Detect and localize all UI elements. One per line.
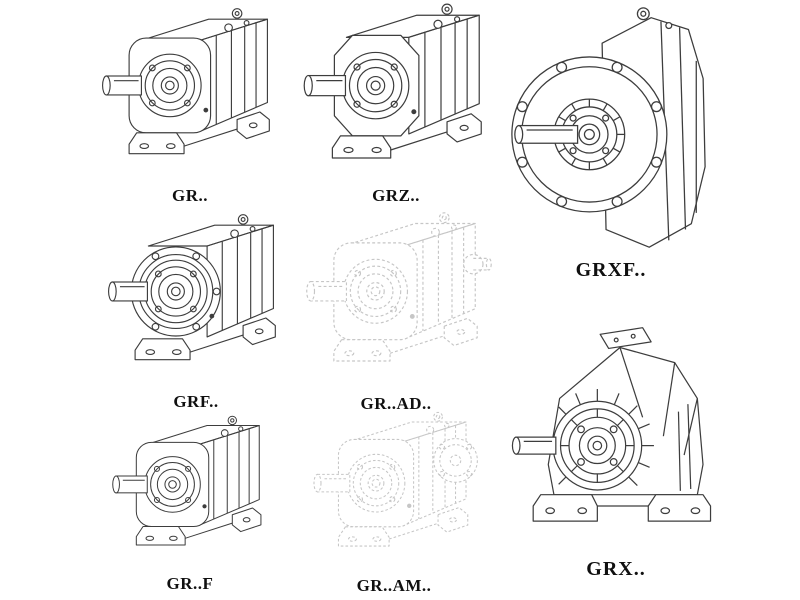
grxf-gearbox-drawing — [510, 7, 706, 248]
item-label-gr-f: GR..F — [166, 574, 214, 593]
grx-gearbox-drawing — [511, 327, 711, 522]
catalog-item-grxf: GRXF.. — [502, 2, 720, 282]
item-label-grx: GRX.. — [586, 558, 646, 580]
item-label-gr-am: GR..AM.. — [356, 576, 432, 595]
catalog-item-gr-ad: GR..AD.. — [294, 208, 498, 414]
gr-f-gearbox-drawing — [112, 415, 262, 546]
catalog-item-gr-f: GR..F — [92, 412, 288, 594]
gr-ad-gearbox-ghost-drawing — [306, 212, 492, 362]
catalog-item-grf: GRF.. — [96, 210, 296, 412]
catalog-item-gr-am: GR..AM.. — [290, 408, 498, 596]
catalog-item-grx: GRX.. — [496, 306, 736, 581]
item-label-gr: GR.. — [172, 186, 208, 205]
catalog-item-gr: GR.. — [92, 4, 288, 206]
item-label-grxf: GRXF.. — [575, 259, 647, 281]
item-label-gr-ad: GR..AD.. — [360, 394, 432, 413]
gr-gearbox-drawing — [102, 8, 271, 155]
grf-gearbox-drawing — [108, 214, 277, 361]
gr-am-gearbox-ghost-drawing — [313, 411, 478, 547]
item-label-grf: GRF.. — [173, 392, 219, 411]
grz-gearbox-drawing — [303, 3, 483, 159]
item-label-grz: GRZ.. — [372, 186, 420, 205]
catalog-item-grz: GRZ.. — [298, 2, 494, 206]
